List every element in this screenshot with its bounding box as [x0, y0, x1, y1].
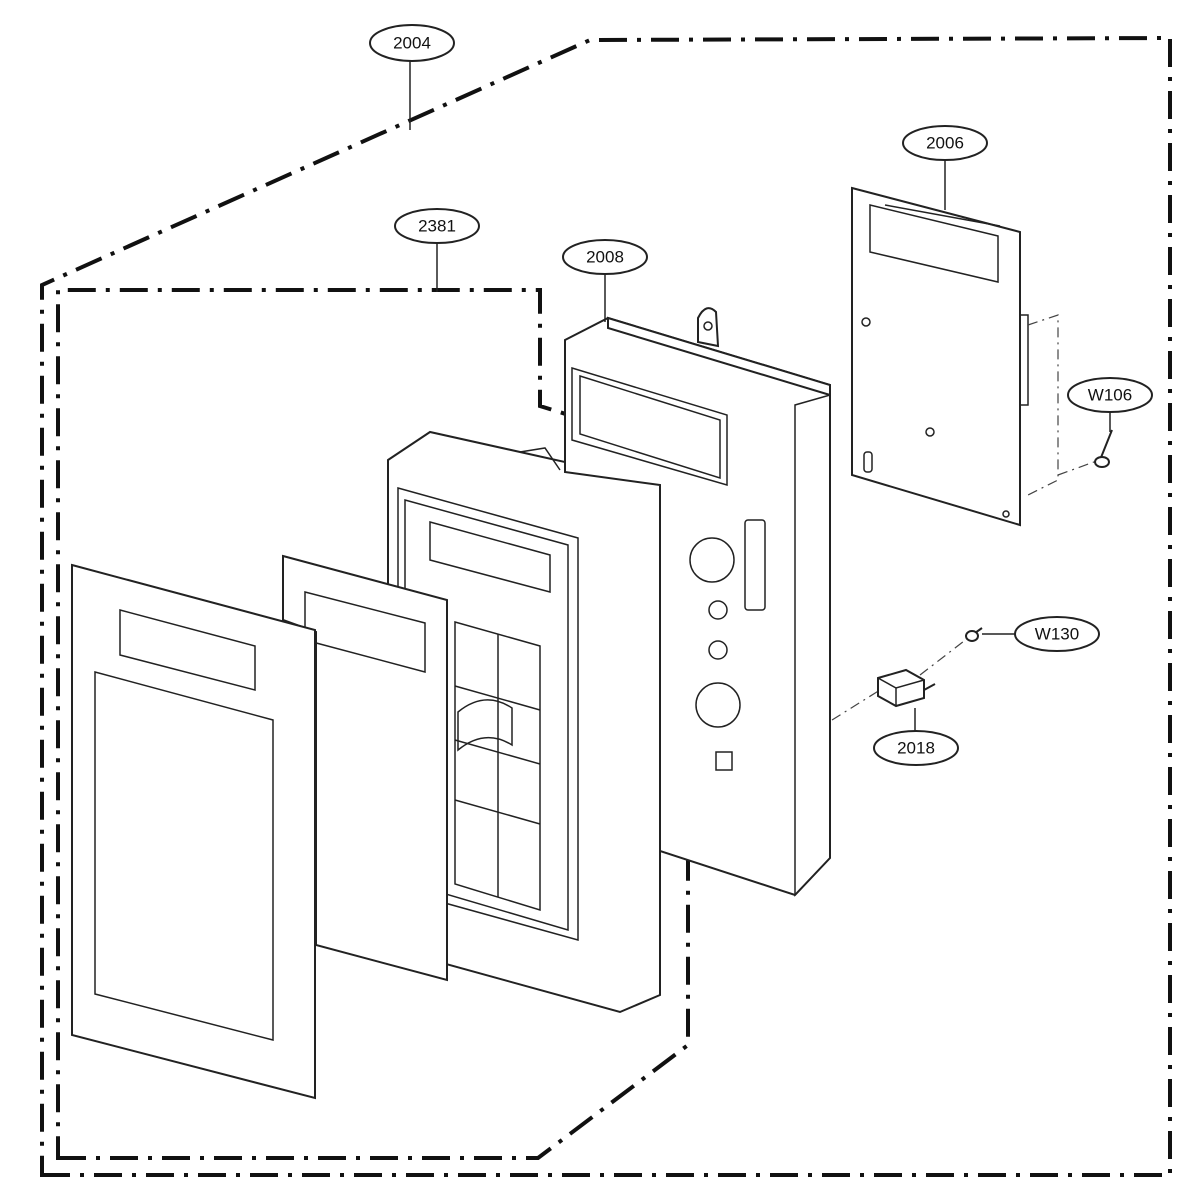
relay-2018 [831, 637, 969, 721]
screw-w130 [965, 627, 983, 642]
callout-w106-label: W106 [1088, 386, 1132, 405]
callout-2381: 2381 [394, 208, 480, 244]
front-panel [71, 563, 316, 1100]
callout-w130-label: W130 [1035, 625, 1079, 644]
callout-w130: W130 [1014, 616, 1100, 652]
callout-2004: 2004 [369, 24, 455, 62]
callout-w106: W106 [1067, 377, 1153, 413]
screw-w106 [1094, 429, 1113, 468]
callout-2004-label: 2004 [393, 34, 431, 53]
callout-2006: 2006 [902, 125, 988, 161]
callout-2018: 2018 [873, 730, 959, 766]
callout-2381-label: 2381 [418, 217, 456, 236]
assembly-outline-2004 [40, 35, 1172, 1177]
callout-2018-label: 2018 [897, 739, 935, 758]
callout-2006-label: 2006 [926, 134, 964, 153]
keypad-frame [387, 430, 661, 1014]
pcb-guide-lines [1027, 314, 1106, 496]
callout-2008: 2008 [562, 239, 648, 275]
pcb-2006 [851, 186, 1029, 527]
callout-2008-label: 2008 [586, 248, 624, 267]
